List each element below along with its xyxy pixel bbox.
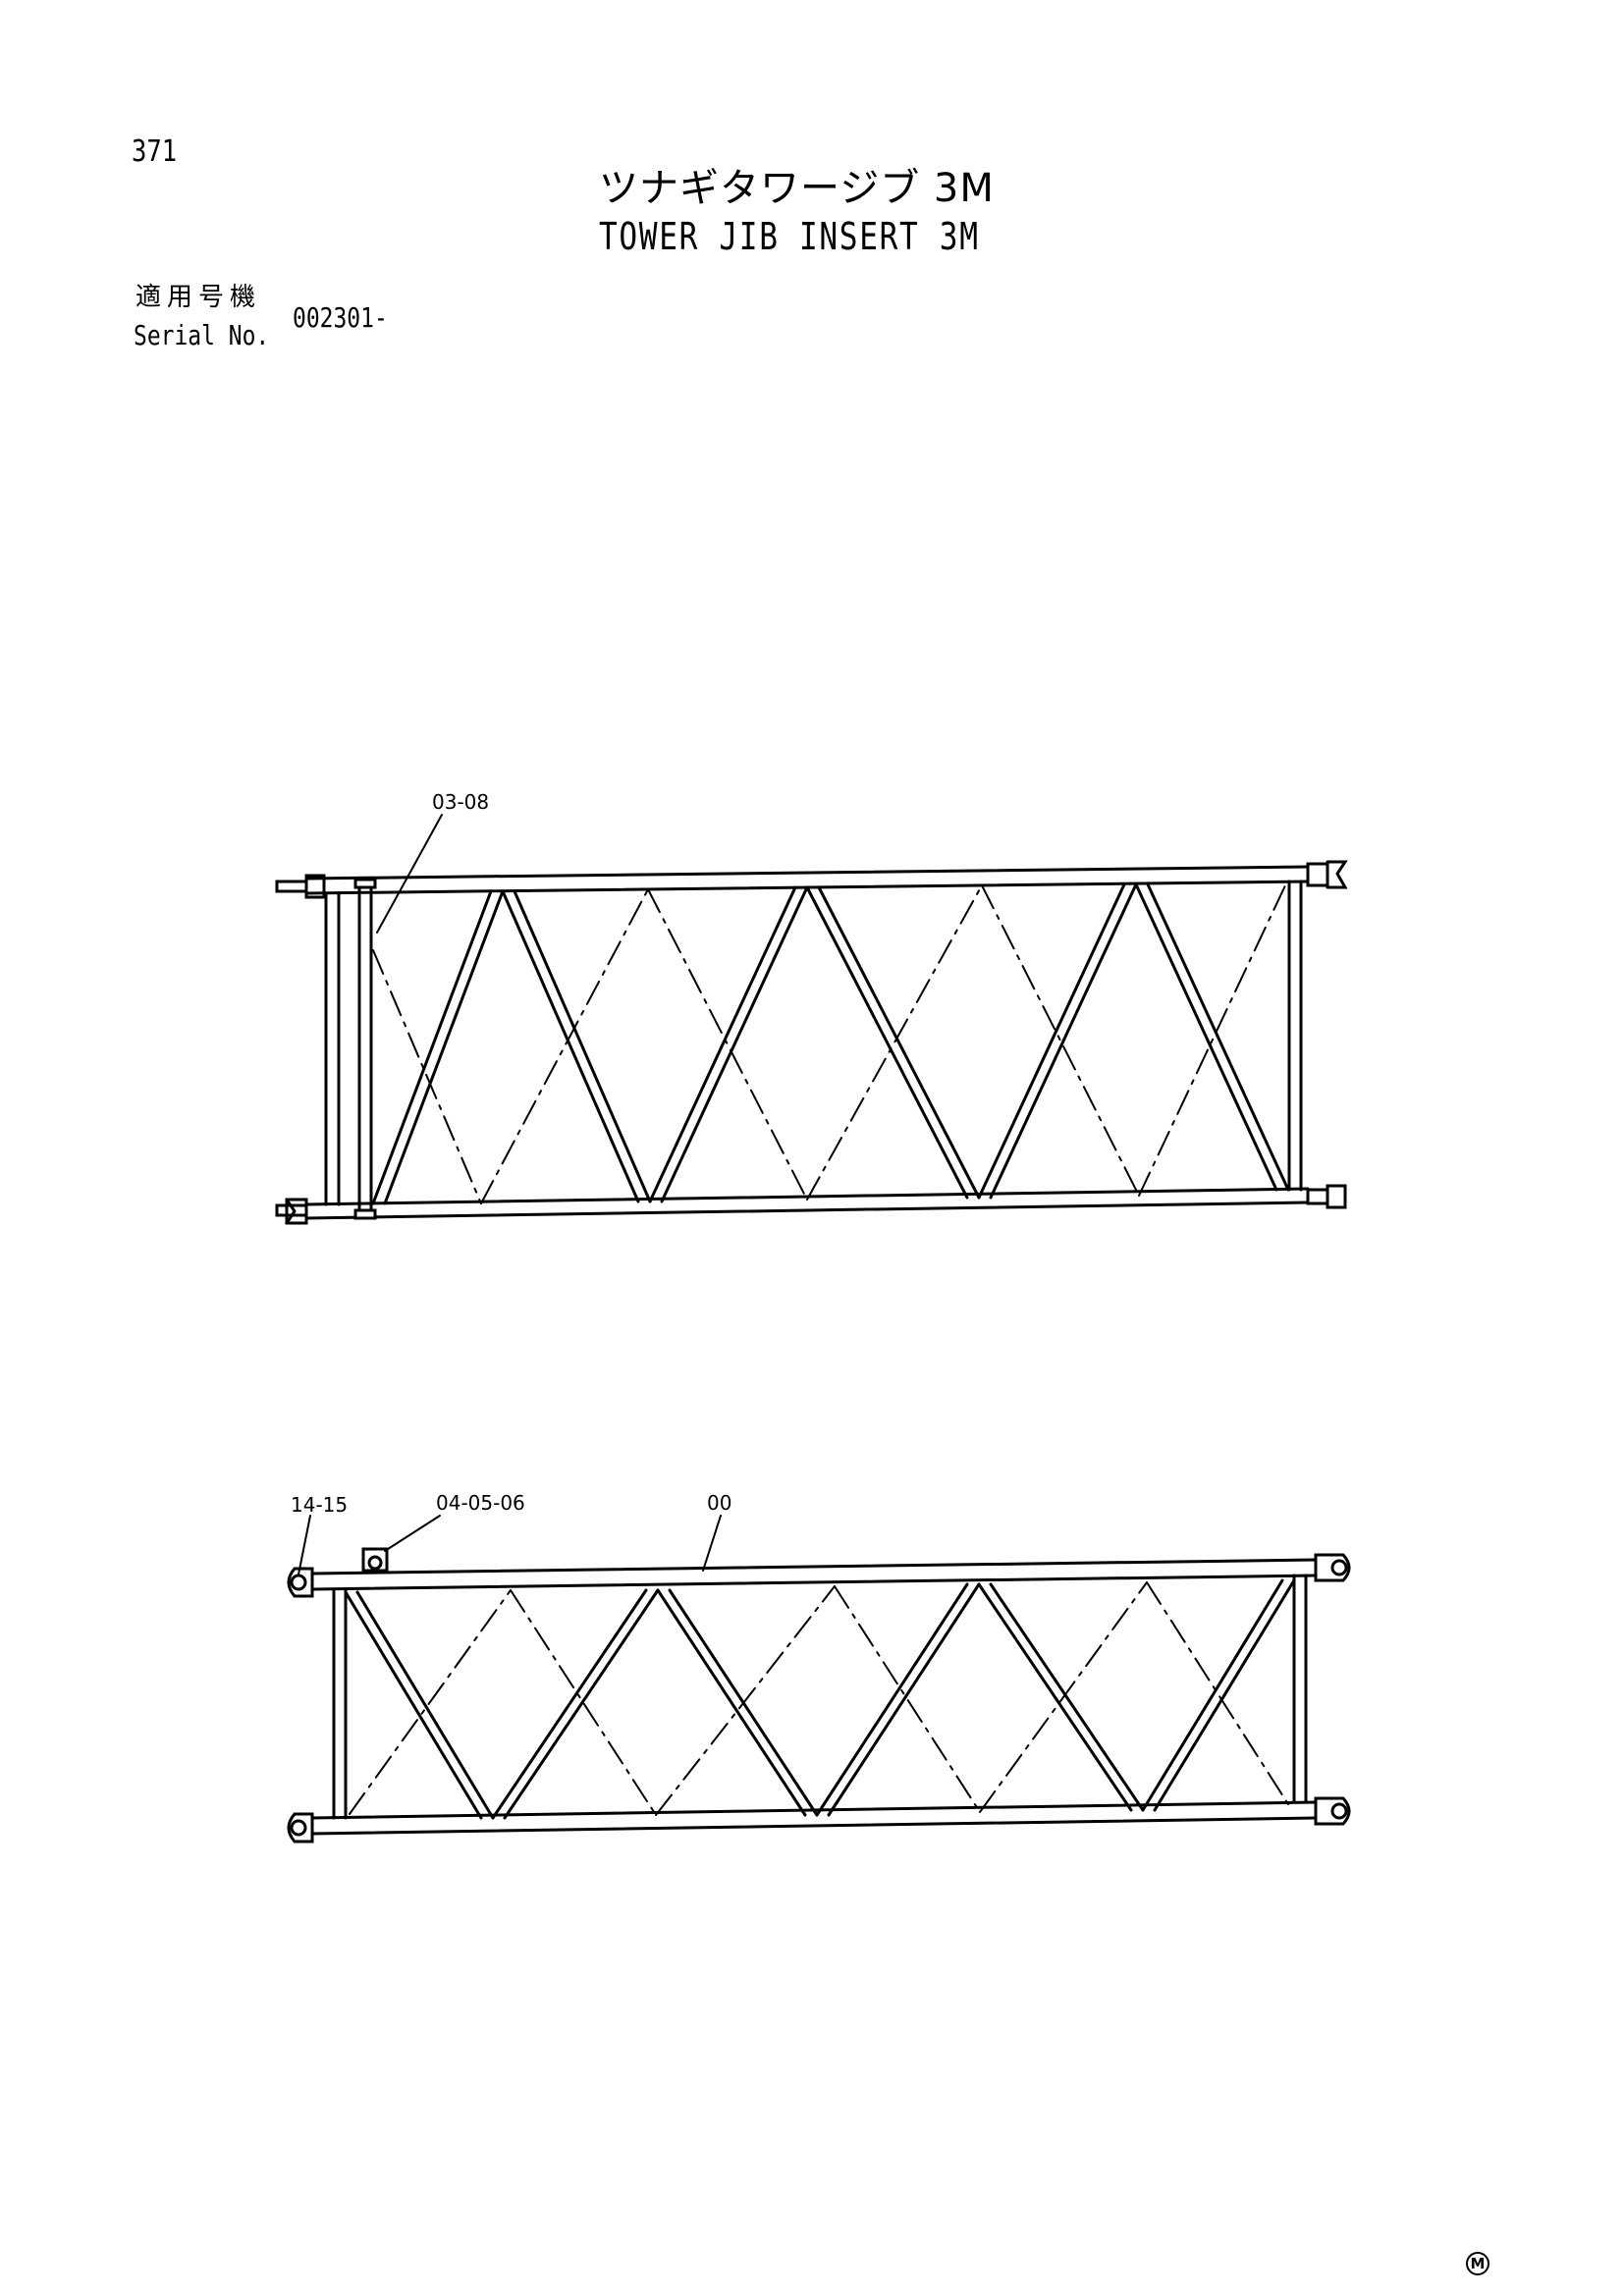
side-solid-lacing <box>344 1578 1296 1820</box>
solid-lacing <box>371 882 1290 1205</box>
hidden-lacing <box>372 882 1287 1204</box>
serial-value: 002301- <box>293 301 388 334</box>
callout-00: 00 <box>707 1491 731 1515</box>
top-view-jib-insert <box>275 814 1348 1225</box>
callout-14-15: 14-15 <box>291 1493 348 1517</box>
side-hidden-lacing <box>349 1581 1289 1816</box>
callout-03-08: 03-08 <box>432 790 489 814</box>
callout-leader-00 <box>702 1515 722 1572</box>
serial-label-japanese: 適用号機 <box>135 283 262 312</box>
right-end-frame <box>1287 880 1303 1192</box>
side-view-jib-insert <box>287 1515 1351 1843</box>
page-title-english: TOWER JIB INSERT 3M <box>599 215 980 258</box>
side-connection-lugs <box>287 1553 1351 1843</box>
page-title-japanese: ツナギタワージブ 3M <box>599 166 995 211</box>
callout-04-05-06: 04-05-06 <box>436 1491 525 1515</box>
serial-label: Serial No. <box>134 319 270 351</box>
side-bottom-chord <box>310 1800 1318 1836</box>
side-bracket <box>361 1547 389 1573</box>
callout-leader-03-08 <box>376 814 443 934</box>
side-end-posts <box>332 1574 1308 1820</box>
left-pin-connectors <box>275 874 326 1225</box>
right-pin-connectors <box>1306 860 1348 1209</box>
bottom-chord <box>304 1187 1310 1220</box>
side-top-chord <box>310 1558 1318 1591</box>
left-end-frame <box>324 878 377 1220</box>
maker-mark-circle-m: M <box>1466 2252 1489 2275</box>
page-number: 371 <box>132 134 178 169</box>
callout-leader-14-15 <box>298 1515 311 1575</box>
callout-leader-04-05-06 <box>384 1515 441 1552</box>
